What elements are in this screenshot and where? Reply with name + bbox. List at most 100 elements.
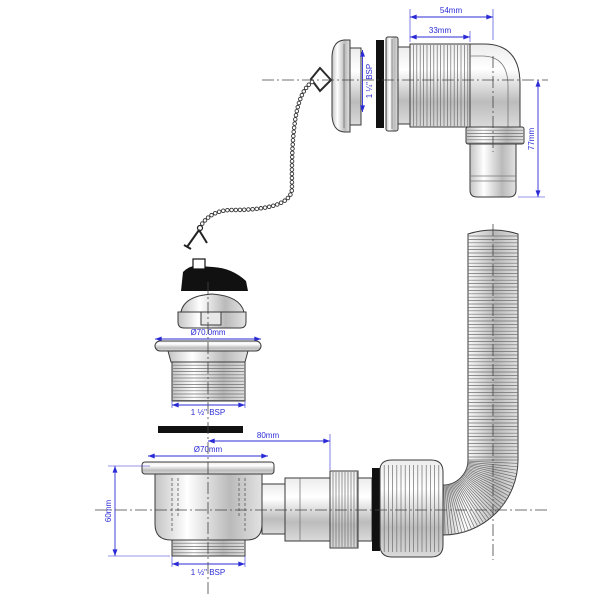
chain-link (290, 138, 296, 143)
hose-rib (465, 469, 512, 491)
chain-link (220, 208, 226, 214)
dimension-label-overflow-thread-length: 33mm (429, 26, 452, 35)
outlet-connection (261, 229, 519, 558)
chain-link (209, 212, 214, 218)
centerlines (95, 56, 548, 596)
overflow-faceplate-boss (349, 47, 362, 126)
chain-link (237, 207, 243, 213)
stopper-pin (192, 258, 206, 270)
chain-path (200, 82, 312, 227)
overflow-elbow-contour (470, 55, 509, 127)
hose-nut (379, 459, 444, 558)
overflow-washer (376, 40, 384, 128)
hose-rib (459, 477, 495, 515)
stopper-lug (200, 311, 222, 326)
hose-rib (462, 474, 504, 505)
chain-link (309, 79, 315, 85)
sealing-washer (158, 426, 243, 433)
hose-rib (466, 466, 516, 481)
chain-link (262, 205, 268, 210)
overflow-thread-ribs (413, 45, 469, 126)
chain-link (216, 209, 222, 215)
chain-link (250, 206, 255, 212)
hose-rib (445, 484, 453, 535)
chain-link (290, 142, 295, 147)
hose-rib (453, 482, 476, 529)
outlet-pipe (284, 477, 331, 542)
chain-link (295, 104, 301, 110)
body-outlet-stub (261, 483, 286, 535)
hose-rib (467, 463, 518, 471)
chain-link (246, 207, 251, 212)
hose-rib (457, 480, 487, 522)
chain-link (229, 207, 234, 213)
chain-link (285, 195, 291, 201)
grate-thread-ribs (173, 364, 244, 401)
hose-rib (451, 483, 469, 531)
chain-link (212, 210, 218, 216)
hose-rib (454, 481, 479, 527)
hose-rib (455, 481, 482, 525)
chain-link (289, 175, 295, 181)
chain-link (200, 221, 205, 226)
hose-rib (464, 472, 508, 500)
hose-rib (467, 464, 517, 474)
chain-link (254, 206, 260, 212)
hose-rib (466, 467, 515, 484)
chain-link (258, 206, 264, 211)
overflow-assembly (309, 36, 525, 198)
chain-link (290, 146, 295, 151)
chain-link (225, 207, 230, 213)
hose-rib (447, 484, 459, 534)
hose-rib (458, 479, 490, 520)
overflow-elbow (469, 43, 521, 128)
chain-link (289, 154, 295, 160)
chain-link (289, 184, 295, 189)
chain-link (290, 150, 295, 156)
hose-rib (450, 483, 466, 532)
chain-link (299, 92, 305, 98)
chain-link (291, 129, 296, 135)
hose-washer (372, 468, 380, 551)
overflow-outlet-collar-ribs (467, 129, 523, 144)
chain-link (289, 188, 295, 193)
hose-rib (463, 473, 506, 503)
body-thread (171, 539, 246, 557)
outlet-offset-dimension: 80mm (208, 431, 331, 470)
hose-rib (448, 484, 463, 533)
hose-rib (466, 468, 514, 487)
waste-body-assembly: Ø70mm 60mm 1 ½" BSP (104, 445, 275, 577)
hose-rib (459, 478, 493, 518)
chain-link (292, 121, 297, 126)
stopper-hook (183, 229, 208, 250)
chain-link (278, 200, 284, 206)
chain (200, 79, 315, 226)
overflow-collar (397, 46, 411, 125)
chain-link (293, 113, 299, 118)
chain-link (266, 204, 272, 210)
dimension-label-outlet-offset: 80mm (257, 431, 280, 440)
chain-link (306, 82, 312, 87)
chain-link (289, 163, 295, 168)
chain-link (291, 133, 296, 139)
outlet-thread-ring (329, 470, 359, 549)
chain-link (294, 108, 300, 114)
hose-rib (467, 465, 517, 478)
stopper-plug (181, 265, 248, 291)
chain-link (274, 202, 280, 207)
chain-link (291, 125, 297, 130)
chain-link (288, 192, 293, 197)
hose-rib (464, 471, 510, 497)
chain-link (301, 89, 307, 94)
overflow-outlet-spigot (469, 143, 517, 198)
body-cup (154, 473, 263, 541)
hose-rib (460, 477, 498, 513)
hose-rib (465, 470, 511, 494)
chain-link (282, 198, 287, 203)
chain-link (202, 218, 208, 223)
body-thread-ribs (173, 542, 244, 554)
chain-link (293, 117, 298, 122)
hose-rib (446, 484, 456, 535)
dimension-label-overflow-depth: 54mm (440, 6, 463, 15)
overflow-outlet-collar (465, 126, 525, 145)
